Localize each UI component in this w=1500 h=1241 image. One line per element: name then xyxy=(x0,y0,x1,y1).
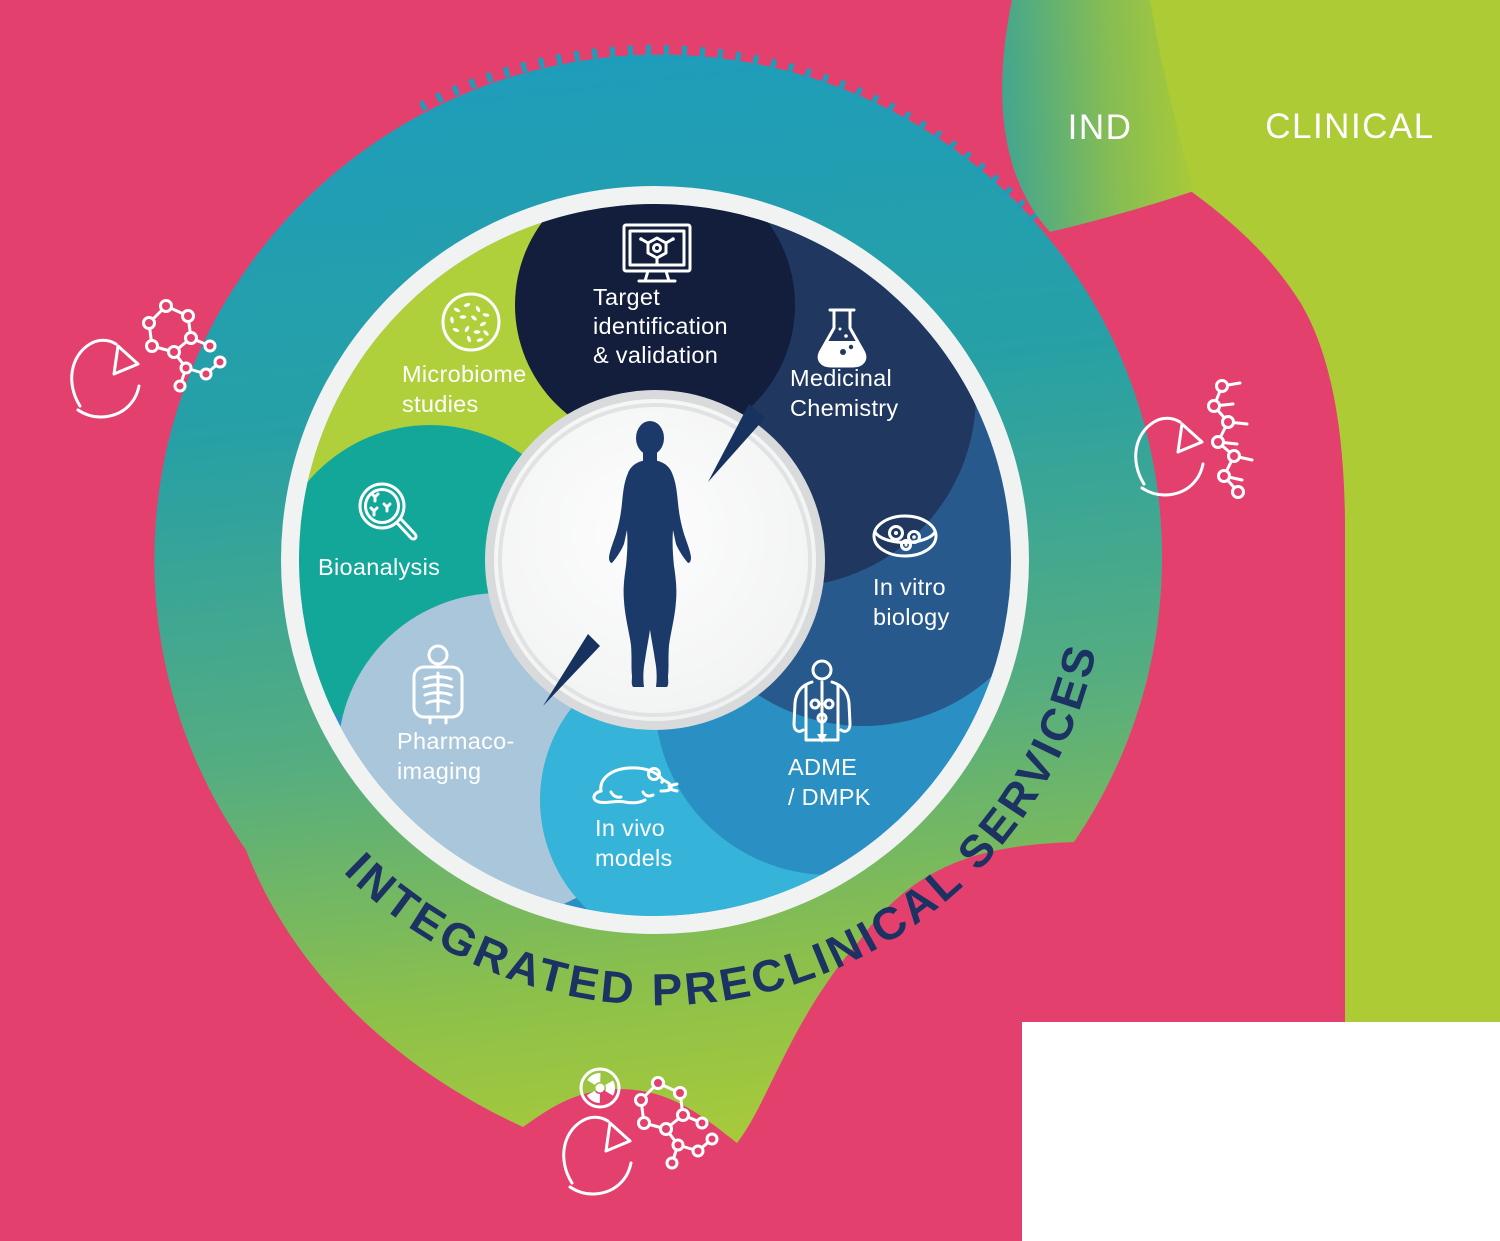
mouse-icon xyxy=(592,766,679,805)
services-wheel: Microbiome studies Bioanalysis Pharmaco-… xyxy=(281,186,1029,934)
label-medicinal-chemistry: Medicinal Chemistry xyxy=(790,365,899,421)
petri-dish-cells-icon xyxy=(872,514,938,558)
xray-skeleton-icon xyxy=(412,644,464,725)
label-adme-dmpk: ADME / DMPK xyxy=(788,754,871,810)
petri-dish-bacteria-icon xyxy=(441,292,501,352)
milestone-clinical: CLINICAL xyxy=(1265,107,1435,146)
label-in-vitro-biology: In vitro biology xyxy=(873,574,953,630)
hub-inner-ring xyxy=(498,403,812,717)
tweezers-peptide-icon xyxy=(1134,379,1254,499)
milestone-ind: IND xyxy=(1068,108,1133,147)
label-microbiome-studies: Microbiome studies xyxy=(402,361,533,417)
clinical-lime-blob xyxy=(1112,0,1500,1022)
segment-target-identification xyxy=(515,204,795,445)
needle-southwest xyxy=(543,634,600,706)
flask-icon xyxy=(817,308,867,368)
label-bioanalysis: Bioanalysis xyxy=(318,554,440,580)
label-target-identification: Target identification & validation xyxy=(593,284,735,368)
body-metabolism-icon xyxy=(792,659,852,743)
magnifier-antibody-icon xyxy=(358,482,418,541)
white-corner-block xyxy=(1022,1022,1500,1241)
human-silhouette-icon xyxy=(609,421,691,687)
monitor-molecule-icon xyxy=(622,223,692,283)
gradient-bridge xyxy=(1002,0,1194,232)
needle-northeast xyxy=(708,404,765,482)
label-in-vivo-models: In vivo models xyxy=(595,815,673,871)
label-pharmaco-imaging: Pharmaco- imaging xyxy=(397,728,521,784)
